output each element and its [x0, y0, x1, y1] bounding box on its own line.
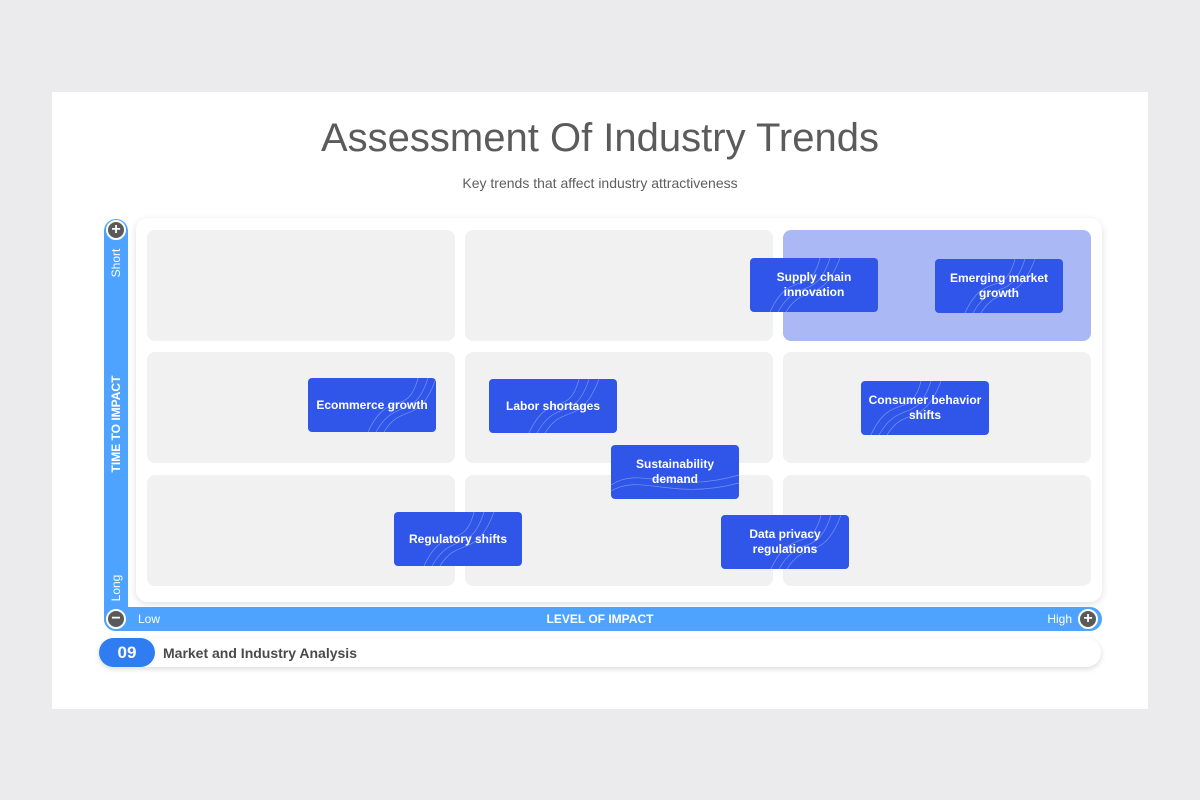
plus-icon: +	[106, 220, 126, 240]
y-axis-title: TIME TO IMPACT	[109, 375, 123, 473]
wave-pattern-icon	[528, 379, 600, 433]
page-title: Assessment Of Industry Trends	[321, 116, 879, 160]
trend-label: Emerging market growth	[949, 271, 1049, 300]
x-axis-bar	[104, 607, 1102, 631]
trend-tag: Labor shortages	[489, 379, 617, 433]
trend-tag: Supply chain innovation	[750, 258, 878, 312]
minus-icon: −	[106, 609, 126, 629]
page-subtitle: Key trends that affect industry attracti…	[462, 175, 738, 191]
trend-label: Supply chain innovation	[776, 270, 852, 299]
trend-tag: Regulatory shifts	[394, 512, 522, 566]
matrix-cell-short-low	[147, 230, 455, 341]
trend-label: Labor shortages	[505, 398, 601, 413]
trend-label: Data privacy regulations	[749, 527, 821, 556]
wave-pattern-icon	[769, 258, 841, 312]
matrix-cell-short-medium	[465, 230, 773, 341]
trend-label: Regulatory shifts	[408, 531, 507, 546]
x-axis-right-label: High	[1047, 612, 1072, 626]
wave-pattern-icon	[367, 378, 436, 432]
footer-bar	[99, 638, 1101, 667]
wave-pattern-icon	[423, 512, 495, 566]
trend-label: Consumer behavior shifts	[868, 393, 982, 422]
trend-label: Sustainability demand	[635, 457, 715, 486]
trend-tag: Ecommerce growth	[308, 378, 436, 432]
trend-tag: Consumer behavior shifts	[861, 381, 989, 435]
section-title: Market and Industry Analysis	[163, 645, 357, 661]
wave-pattern-icon	[611, 474, 739, 492]
y-axis-bar	[104, 219, 128, 631]
trend-tag: Sustainability demand	[611, 445, 739, 499]
wave-pattern-icon	[964, 259, 1036, 313]
trend-tag: Data privacy regulations	[721, 515, 849, 569]
x-axis-left-label: Low	[138, 612, 161, 626]
x-axis-title: LEVEL OF IMPACT	[546, 612, 654, 626]
trend-label: Ecommerce growth	[316, 397, 428, 412]
trend-tag: Emerging market growth	[935, 259, 1063, 313]
page-number-badge: 09	[99, 638, 155, 667]
wave-pattern-icon	[770, 515, 842, 569]
plus-icon: +	[1078, 609, 1098, 629]
wave-pattern-icon	[870, 381, 942, 435]
y-axis-top-label: Short	[109, 248, 123, 278]
